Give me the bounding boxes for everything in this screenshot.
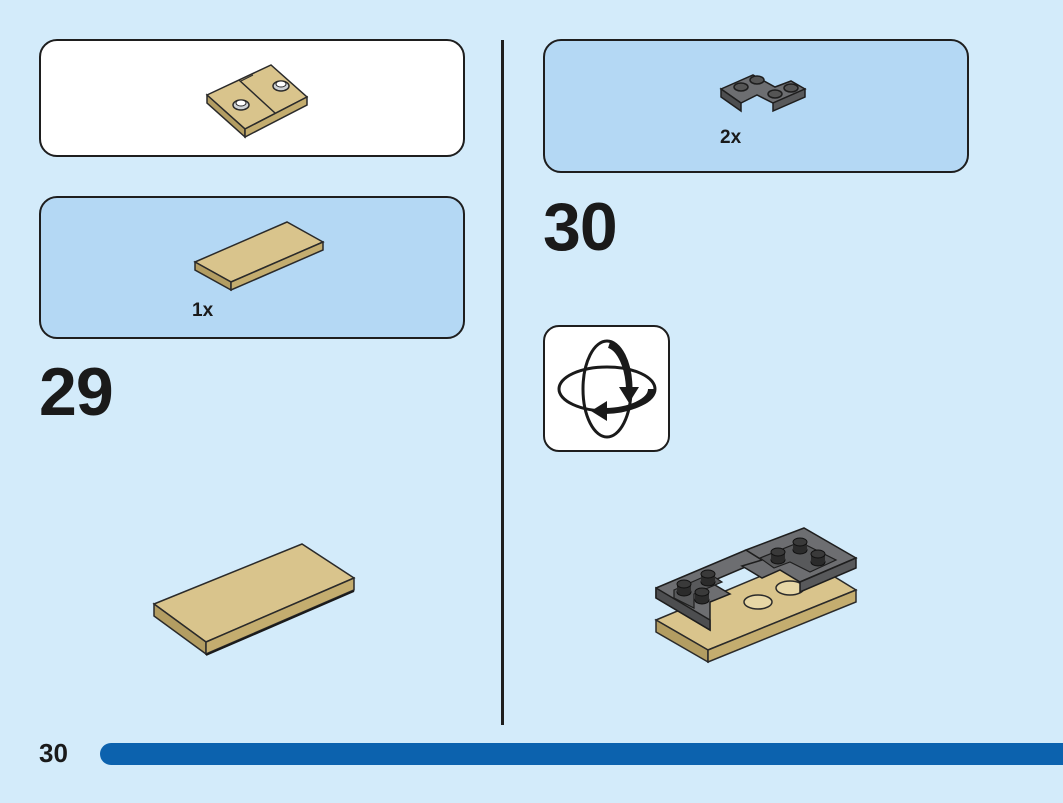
step-29-number: 29 bbox=[39, 354, 114, 430]
step-29-parts-callout: 1x bbox=[39, 196, 465, 339]
rotate-model-icon-box bbox=[543, 325, 670, 452]
step-30-quantity: 2x bbox=[720, 127, 742, 148]
tan-tile-part-icon bbox=[193, 221, 325, 292]
submodel-preview-image bbox=[205, 64, 309, 139]
step-30-result-model bbox=[654, 527, 858, 664]
step-29-quantity: 1x bbox=[192, 300, 214, 321]
step-30-parts-callout: 2x bbox=[543, 39, 969, 173]
rotate-model-icon bbox=[557, 339, 657, 439]
step-29-result-model bbox=[152, 543, 356, 656]
footer-bar bbox=[100, 743, 1063, 765]
submodel-panel bbox=[39, 39, 465, 157]
page-number: 30 bbox=[39, 738, 68, 768]
step-30-number: 30 bbox=[543, 189, 618, 265]
dark-gray-corner-plate-part-icon bbox=[719, 74, 807, 113]
column-divider bbox=[501, 40, 504, 725]
